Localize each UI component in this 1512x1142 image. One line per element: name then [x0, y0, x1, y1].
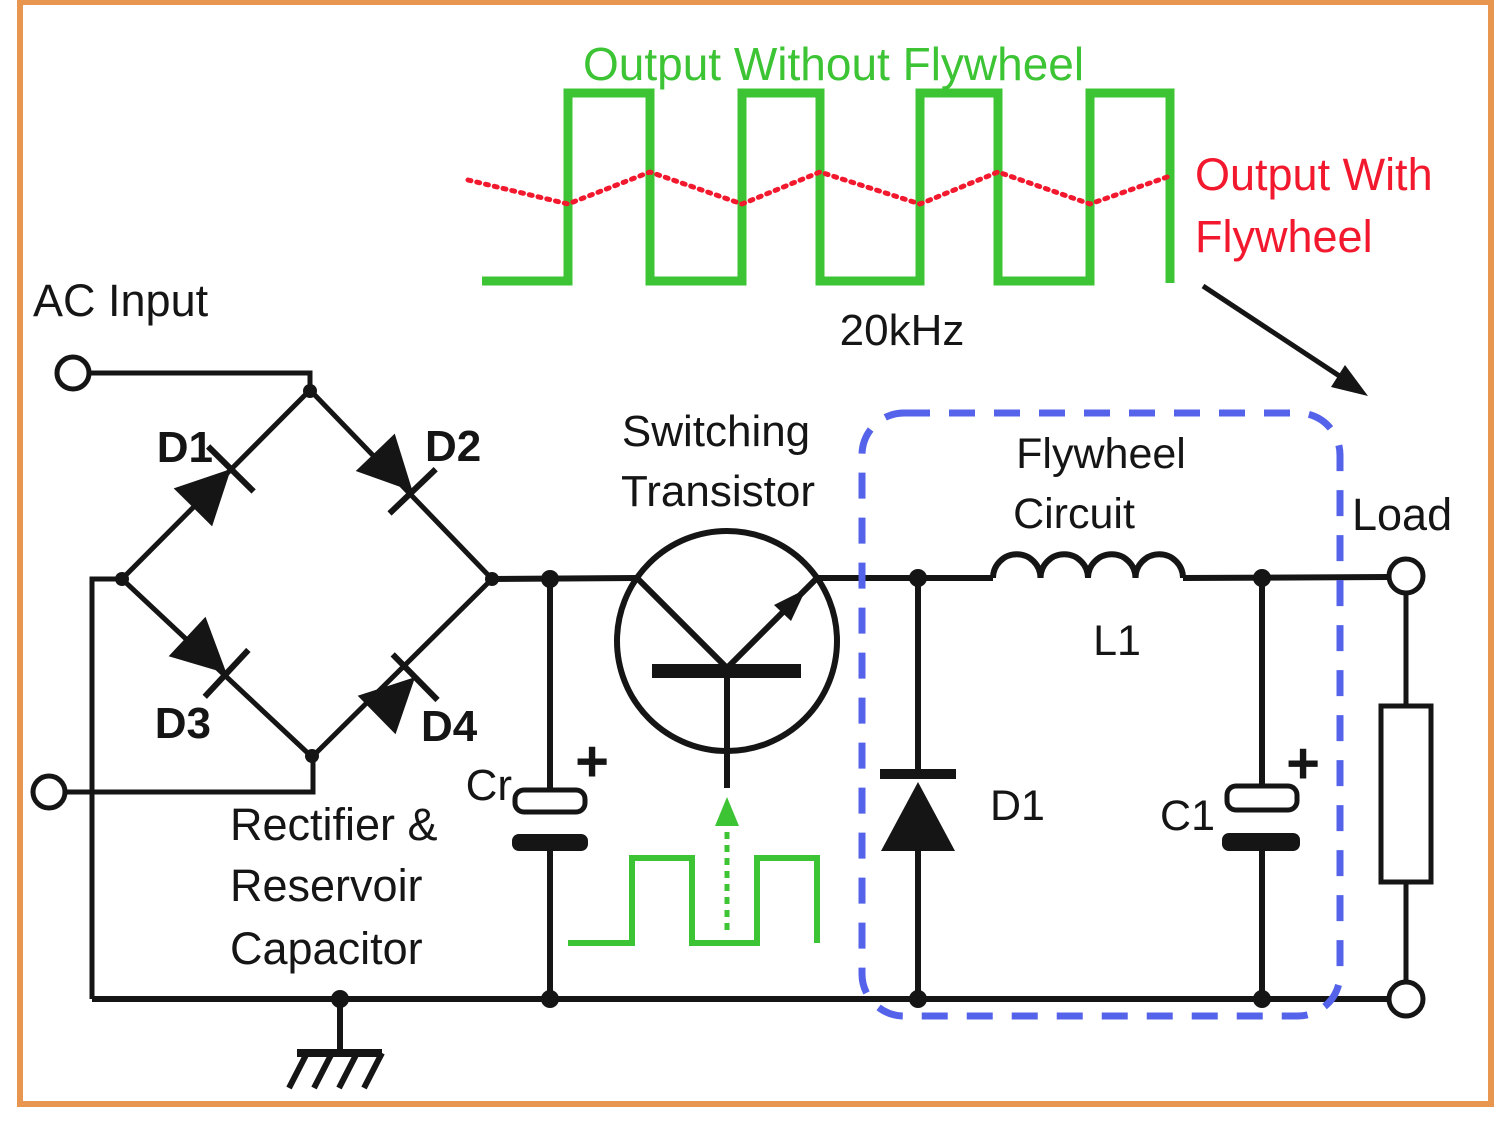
- flywheel-diode-label: D1: [990, 782, 1045, 830]
- flywheel-dashed-box: [858, 409, 1344, 1020]
- load: Load: [1352, 489, 1452, 1019]
- bridge-node-bottom: [305, 749, 319, 763]
- switching-transistor: Switching Transistor: [614, 407, 840, 788]
- diode-d1: [173, 444, 256, 527]
- cr-plate-positive: [512, 787, 588, 815]
- inductor-l1: [990, 551, 1186, 579]
- top-rail-segment-3: [1182, 574, 1390, 581]
- arrow-to-flywheel-icon: [1201, 283, 1368, 396]
- output-waveform-plot: Output Without Flywheel 20kHz Output Wit…: [465, 38, 1433, 396]
- l1-label: L1: [1093, 617, 1141, 665]
- control-pulse: [568, 797, 820, 946]
- square-wave-without-flywheel: [482, 88, 1175, 286]
- diode-d4: [357, 652, 440, 735]
- with-flywheel-label-line2: Flywheel: [1195, 211, 1373, 262]
- ripple-wave-with-flywheel: [465, 169, 1173, 207]
- flywheel-diode-triangle: [881, 782, 955, 851]
- transistor-label-line1: Switching: [622, 407, 810, 456]
- junction-dot: [909, 990, 927, 1008]
- flywheel-circuit: Flywheel Circuit L1 D1 C1 +: [858, 409, 1344, 1020]
- diode-d2-label: D2: [425, 422, 481, 471]
- emitter-arrow-icon: [774, 589, 806, 621]
- transistor-collector: [634, 575, 730, 671]
- load-terminal-top: [1386, 556, 1426, 596]
- ac-terminal-top: [54, 354, 92, 392]
- load-terminal-bottom: [1386, 979, 1426, 1019]
- ground-icon: [286, 990, 385, 1090]
- ac-wire-top: [90, 370, 313, 390]
- transistor-label-line2: Transistor: [621, 467, 815, 516]
- top-rail-segment-1: [491, 575, 638, 582]
- load-label: Load: [1352, 489, 1452, 540]
- junction-dot: [1253, 990, 1271, 1008]
- load-resistor: [1378, 703, 1434, 885]
- with-flywheel-label-line1: Output With: [1195, 149, 1433, 200]
- ac-input: AC Input: [30, 275, 316, 811]
- diagram-border: [17, 0, 1494, 1107]
- cr-plus-icon: +: [575, 729, 609, 794]
- ac-terminal-bottom: [30, 773, 68, 811]
- ac-wire-bottom: [66, 757, 316, 795]
- c1-plus-icon: +: [1286, 731, 1320, 796]
- diode-d2: [355, 433, 438, 516]
- cr-plate-negative: [512, 834, 588, 851]
- flywheel-title-line1: Flywheel: [1016, 430, 1186, 478]
- junction-dot: [541, 990, 559, 1008]
- cr-label: Cr: [466, 761, 512, 810]
- flywheel-title-line2: Circuit: [1013, 490, 1135, 538]
- rectifier-caption-line-2: Reservoir: [230, 860, 423, 911]
- rectifier-caption-line-3: Capacitor: [230, 923, 423, 974]
- c1-label: C1: [1160, 792, 1215, 840]
- waveform-title: Output Without Flywheel: [583, 38, 1084, 90]
- bridge-node-left: [115, 572, 129, 586]
- control-pulse-wave: [568, 855, 820, 946]
- diode-d4-label: D4: [421, 702, 478, 751]
- reservoir-capacitor: Cr +: [466, 570, 609, 1008]
- diode-d3: [168, 616, 251, 699]
- frequency-label: 20kHz: [840, 306, 965, 355]
- diode-d1-label: D1: [157, 423, 213, 472]
- bridge-negative-wire: [89, 576, 122, 999]
- control-arrow-icon: [715, 797, 739, 826]
- bridge-rectifier: D1 D2 D3 D4 Rectifier & Reservoir Capaci…: [89, 384, 499, 999]
- ac-input-label: AC Input: [33, 275, 209, 326]
- bridge-node-top: [303, 384, 317, 398]
- c1-plate-positive: [1224, 783, 1300, 813]
- c1-plate-negative: [1222, 833, 1300, 851]
- rectifier-caption-line-1: Rectifier &: [230, 799, 438, 850]
- diode-d3-label: D3: [155, 699, 211, 748]
